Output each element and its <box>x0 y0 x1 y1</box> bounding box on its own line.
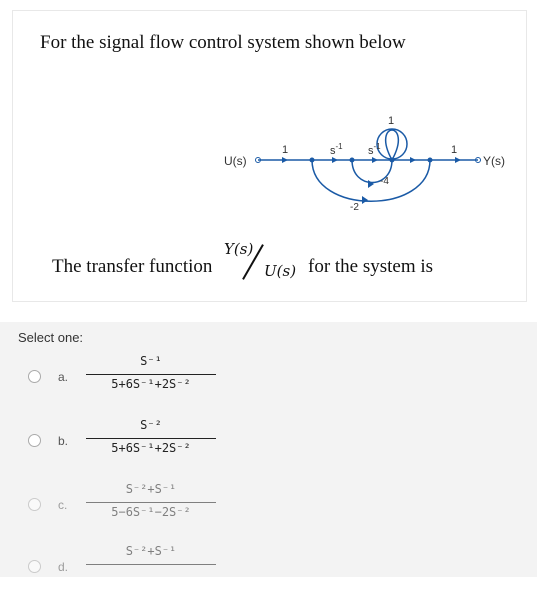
option-d[interactable]: d. S⁻²+S⁻¹ <box>28 544 328 616</box>
option-fraction: S⁻² 5+6S⁻¹+2S⁻² <box>86 418 216 455</box>
inner-loop-gain: -4 <box>380 176 389 187</box>
transfer-tail: for the system is <box>308 256 434 277</box>
arrow-icon <box>362 196 368 204</box>
option-fraction: S⁻²+S⁻¹ 5−6S⁻¹−2S⁻² <box>86 482 216 519</box>
arrow-icon <box>282 157 288 163</box>
fraction-numerator: S⁻²+S⁻¹ <box>125 482 177 496</box>
fraction-bar <box>86 502 216 503</box>
gain-s-inv-b: s-1 <box>368 142 381 157</box>
fraction-denominator: 5+6S⁻¹+2S⁻² <box>111 441 191 455</box>
fraction-bar <box>86 564 216 565</box>
self-loop-circle <box>376 128 408 160</box>
fraction-numerator: S⁻¹ <box>140 354 162 368</box>
outer-loop-gain: -2 <box>350 202 359 213</box>
node-input <box>255 157 261 163</box>
output-label: Y(s) <box>483 154 505 168</box>
fraction-numerator: S⁻²+S⁻¹ <box>125 544 177 558</box>
radio-c[interactable] <box>28 498 41 511</box>
select-one-label: Select one: <box>18 330 84 345</box>
radio-d[interactable] <box>28 560 41 573</box>
self-loop <box>385 129 399 161</box>
feedback-loop-outer <box>311 159 431 202</box>
gain-input: 1 <box>282 144 288 156</box>
arrow-icon <box>455 157 461 163</box>
answer-section: Select one: a. S⁻¹ 5+6S⁻¹+2S⁻² b. S⁻² 5+… <box>0 322 537 577</box>
fraction-bar <box>86 374 216 375</box>
gain-s-inv-a: s-1 <box>330 142 343 157</box>
arrow-icon <box>410 157 416 163</box>
arrow-icon <box>372 157 378 163</box>
fraction-denominator: 5+6S⁻¹+2S⁻² <box>111 377 191 391</box>
question-prompt: For the signal flow control system shown… <box>40 32 406 53</box>
radio-a[interactable] <box>28 370 41 383</box>
transfer-fraction: Y(s) U(s) <box>222 240 312 284</box>
tf-denominator: U(s) <box>264 262 297 280</box>
option-letter: c. <box>58 498 68 512</box>
option-a[interactable]: a. S⁻¹ 5+6S⁻¹+2S⁻² <box>28 354 328 426</box>
self-loop-gain: 1 <box>388 115 394 127</box>
option-letter: d. <box>58 560 69 574</box>
tf-numerator: Y(s) <box>224 240 254 258</box>
option-letter: b. <box>58 434 69 448</box>
option-b[interactable]: b. S⁻² 5+6S⁻¹+2S⁻² <box>28 418 328 490</box>
option-fraction: S⁻¹ 5+6S⁻¹+2S⁻² <box>86 354 216 391</box>
option-letter: a. <box>58 370 69 384</box>
feedback-loop-inner <box>351 159 393 184</box>
fraction-denominator: 5−6S⁻¹−2S⁻² <box>111 505 191 519</box>
option-fraction: S⁻²+S⁻¹ <box>86 544 216 567</box>
transfer-label: The transfer function <box>52 256 213 277</box>
gain-output: 1 <box>451 144 457 156</box>
fraction-numerator: S⁻² <box>140 418 162 432</box>
question-card <box>12 10 527 302</box>
input-label: U(s) <box>224 154 247 168</box>
option-c[interactable]: c. S⁻²+S⁻¹ 5−6S⁻¹−2S⁻² <box>28 482 328 554</box>
node-output <box>475 157 481 163</box>
arrow-icon <box>332 157 338 163</box>
arrow-icon <box>368 180 374 188</box>
fraction-bar <box>86 438 216 439</box>
radio-b[interactable] <box>28 434 41 447</box>
transfer-function-line: The transfer function Y(s) U(s) for the … <box>52 240 512 290</box>
signal-flow-graph: U(s) Y(s) 1 s-1 s-1 1 1 -4 -2 <box>224 115 505 213</box>
